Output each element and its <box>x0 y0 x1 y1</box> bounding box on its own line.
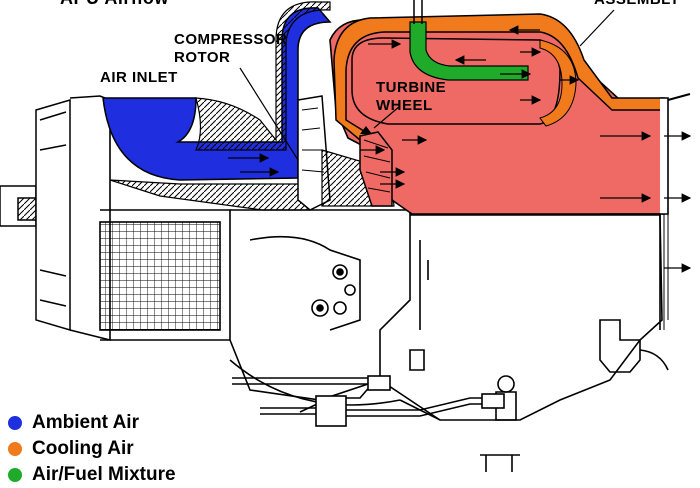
air-fuel-mixture-region <box>409 21 529 81</box>
compressor-scroll <box>195 1 331 151</box>
label-turbine-wheel-line2: WHEEL <box>376 97 433 114</box>
legend: Ambient Air Cooling Air Air/Fuel Mixture <box>8 410 176 488</box>
liner-outer-cooling <box>539 39 577 127</box>
legend-swatch-cooling-air <box>8 442 22 456</box>
fuel-lines <box>232 349 505 427</box>
legend-label-air-fuel-mixture: Air/Fuel Mixture <box>32 464 176 485</box>
label-compressor-rotor-line2: ROTOR <box>174 49 230 66</box>
gearbox-housing <box>69 95 669 472</box>
title-fragment: APU Airflow <box>60 0 169 8</box>
starter-flange <box>0 98 71 332</box>
cooling-air-region <box>333 13 665 141</box>
apu-airflow-diagram: APU Airflow <box>0 0 692 472</box>
label-compressor-rotor-line1: COMPRESSOR <box>174 31 287 48</box>
flow-arrows <box>228 25 692 273</box>
combustor-liner <box>351 37 561 125</box>
label-turbine-wheel-line1: TURBINE <box>376 79 446 96</box>
legend-swatch-air-fuel-mixture <box>8 468 22 482</box>
legend-item-ambient-air: Ambient Air <box>8 410 176 436</box>
legend-label-cooling-air: Cooling Air <box>32 438 134 459</box>
leader-lines <box>239 9 615 161</box>
label-air-inlet: AIR INLET <box>100 69 178 86</box>
legend-swatch-ambient-air <box>8 416 22 430</box>
legend-item-cooling-air: Cooling Air <box>8 436 176 462</box>
ambient-air-region <box>102 7 332 181</box>
legend-item-air-fuel-mixture: Air/Fuel Mixture <box>8 462 176 488</box>
label-assembly: ASSEMBLY <box>594 0 680 8</box>
legend-label-ambient-air: Ambient Air <box>32 412 139 433</box>
